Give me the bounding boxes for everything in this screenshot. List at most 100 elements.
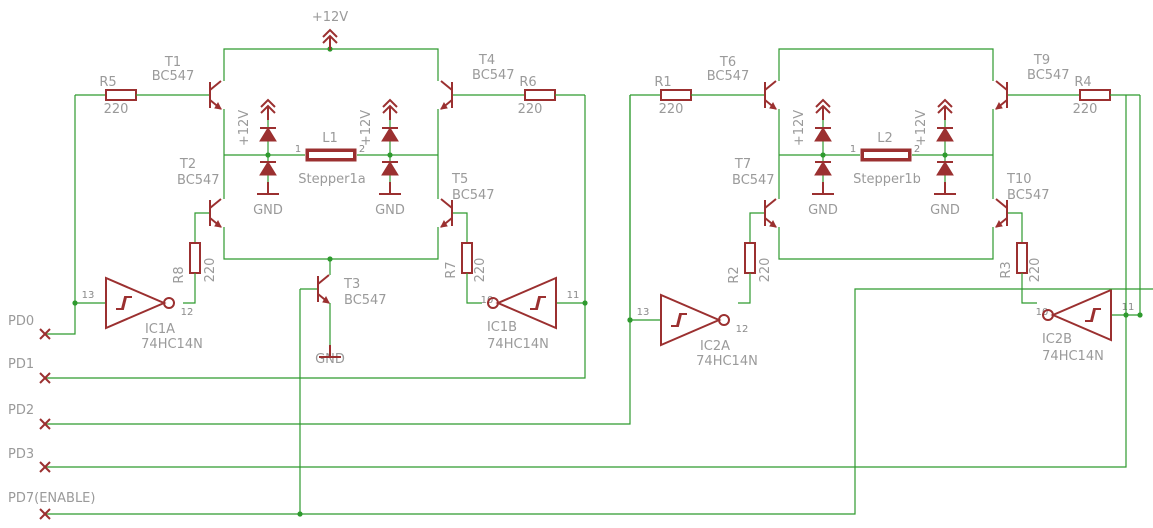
wire — [45, 303, 76, 335]
transistor-T6 — [764, 80, 777, 110]
port-PD7(ENABLE) — [39, 508, 51, 520]
resistor-R2 — [744, 242, 756, 274]
gnd-diode-symbol — [934, 182, 956, 195]
label-R4: R4 — [1074, 75, 1091, 90]
transistor-T2 — [209, 198, 222, 228]
wire — [1007, 212, 1023, 243]
vcc-diode-symbol — [937, 98, 953, 120]
gnd-diode-label: GND — [375, 203, 405, 218]
inverter-bubble — [1042, 309, 1054, 321]
wire — [45, 288, 1153, 515]
vcc-top-symbol — [322, 28, 338, 50]
inverter-body — [660, 293, 722, 347]
value-T9: BC547 — [1027, 68, 1070, 83]
schmitt-icon — [1085, 308, 1100, 322]
wire — [738, 273, 751, 304]
wire — [466, 273, 482, 304]
resistor-R4 — [1079, 89, 1111, 101]
wire — [45, 303, 586, 379]
transistor-T10 — [995, 198, 1008, 228]
wire — [223, 227, 439, 260]
diode-body — [259, 161, 277, 176]
port-PD1 — [39, 372, 51, 384]
value-R4: 220 — [1073, 102, 1098, 117]
port-label-4: PD7(ENABLE) — [8, 491, 95, 506]
collector-lead — [317, 274, 330, 285]
gnd-diode-symbol — [812, 182, 834, 195]
transistor-T3 — [317, 274, 330, 304]
pin-IC1B-out: 10 — [481, 295, 494, 306]
vcc-diode-label: +12V — [359, 110, 374, 146]
transistor-T5 — [440, 198, 453, 228]
diode-body — [381, 161, 399, 176]
label-T7: T7 — [734, 157, 751, 172]
vcc-diode-symbol — [260, 98, 276, 120]
diode-body — [814, 161, 832, 176]
transistor-T4 — [440, 80, 453, 110]
diode-upper — [814, 127, 832, 142]
resistor-R7 — [461, 242, 473, 274]
diode-body — [936, 161, 954, 176]
diode-upper — [381, 127, 399, 142]
pin-IC2A-in: 13 — [637, 307, 650, 318]
port-cross — [39, 418, 51, 430]
collector-lead — [764, 198, 777, 209]
vcc-chevron — [322, 28, 338, 38]
value-T10: BC547 — [1007, 188, 1050, 203]
inverter-IC1B — [487, 276, 557, 330]
wire — [45, 95, 631, 425]
port-cross — [39, 461, 51, 473]
inverter-bubble — [718, 314, 730, 326]
value-R2: 220 — [758, 258, 773, 283]
collector-lead — [995, 80, 1008, 91]
emitter-arrow — [769, 101, 777, 110]
wire — [452, 212, 468, 243]
label-T6: T6 — [719, 55, 736, 70]
diode-body — [936, 127, 954, 142]
value-IC1B: 74HC14N — [487, 337, 549, 352]
coil-core — [309, 152, 353, 158]
port-cross — [39, 372, 51, 384]
port-label-3: PD3 — [8, 447, 34, 462]
junction-dot — [1123, 312, 1129, 318]
label-T9: T9 — [1033, 53, 1050, 68]
emitter-arrow — [995, 219, 1003, 228]
value-R7: 220 — [473, 258, 488, 283]
coil-pin2: 2 — [359, 144, 365, 155]
label-R8: R8 — [172, 266, 187, 283]
wire — [223, 48, 439, 81]
bridge-b: +12VGNDL2Stepper1b12T6BC547T9BC547T7BC54… — [627, 48, 1143, 369]
junction-dot — [627, 317, 633, 323]
collector-lead — [209, 198, 222, 209]
diode-lower — [381, 161, 399, 176]
label-R7: R7 — [444, 261, 459, 278]
junction-dot — [297, 511, 303, 517]
label-IC1B: IC1B — [487, 320, 517, 335]
diode-lower — [259, 161, 277, 176]
coil-value: Stepper1b — [853, 172, 921, 187]
collector-lead — [440, 198, 453, 209]
pin-IC2B-out: 10 — [1036, 307, 1049, 318]
label-IC1A: IC1A — [145, 322, 175, 337]
port-label-2: PD2 — [8, 403, 34, 418]
coil-pin2: 2 — [914, 144, 920, 155]
resistor-R1 — [660, 89, 692, 101]
port-cross — [39, 508, 51, 520]
coil-name: L2 — [877, 131, 893, 146]
vcc-chevron — [815, 98, 831, 108]
pin-IC1A-out: 12 — [181, 307, 194, 318]
coil-value: Stepper1a — [298, 172, 365, 187]
port-label-0: PD0 — [8, 314, 34, 329]
label-T5: T5 — [451, 172, 468, 187]
vcc-diode-label: +12V — [792, 110, 807, 146]
wire — [194, 212, 210, 243]
vcc-top-label: +12V — [312, 10, 348, 25]
resistor-R3 — [1016, 242, 1028, 274]
pin-IC1A-in: 13 — [82, 290, 95, 301]
gnd-diode-label: GND — [808, 203, 838, 218]
coil-pin1: 1 — [295, 144, 301, 155]
diode-body — [381, 127, 399, 142]
transistor-T1 — [209, 80, 222, 110]
